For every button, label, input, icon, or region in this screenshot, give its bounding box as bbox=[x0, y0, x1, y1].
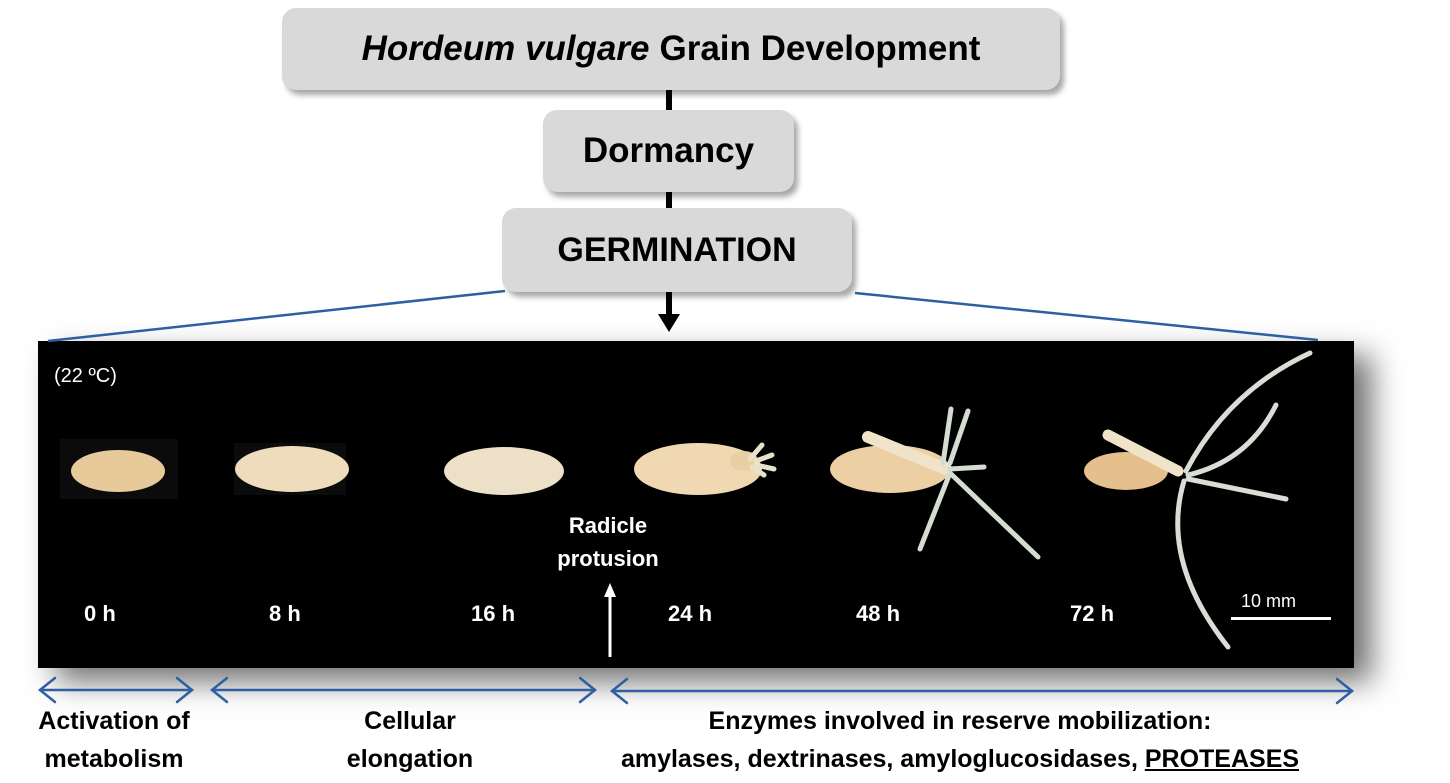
down-arrow-icon bbox=[658, 292, 680, 332]
time-label-16h: 16 h bbox=[471, 601, 516, 626]
species-name: Hordeum vulgare bbox=[361, 29, 650, 68]
seedling-72h-icon bbox=[1084, 350, 1313, 650]
phase-arrow-elongation bbox=[209, 676, 598, 704]
phase-label-line1: Activation of bbox=[38, 707, 190, 735]
germination-box: GERMINATION bbox=[502, 208, 852, 292]
time-label-0h: 0 h bbox=[84, 601, 116, 626]
grain-24h-icon bbox=[634, 442, 777, 495]
seedling-48h-icon bbox=[830, 406, 1041, 560]
zoom-line-right bbox=[854, 291, 1319, 342]
scale-bar-label: 10 mm bbox=[1241, 591, 1297, 611]
dormancy-box: Dormancy bbox=[543, 110, 794, 192]
time-label-24h: 24 h bbox=[668, 601, 713, 626]
phase-label-enzymes: Enzymes involved in reserve mobilization… bbox=[555, 702, 1365, 778]
connector-line bbox=[666, 192, 672, 208]
title-box: Hordeum vulgare Grain Development bbox=[282, 8, 1060, 90]
phase-label-line2: elongation bbox=[346, 745, 474, 773]
connector-line bbox=[666, 90, 672, 110]
time-label-72h: 72 h bbox=[1070, 601, 1115, 626]
time-label-48h: 48 h bbox=[856, 601, 901, 626]
phase-label-line1: Enzymes involved in reserve mobilization… bbox=[708, 707, 1212, 735]
radicle-label-line2: protusion bbox=[557, 546, 659, 571]
phase-label-line1: Cellular bbox=[364, 707, 456, 735]
radicle-label-line1: Radicle bbox=[568, 513, 648, 538]
phase-arrow-enzymes bbox=[609, 677, 1355, 705]
phase-label-activation: Activation of metabolism bbox=[14, 702, 214, 778]
phase-label-elongation: Cellular elongation bbox=[320, 702, 500, 778]
phase-label-line2: metabolism bbox=[44, 745, 184, 773]
radicle-protrusion-label: Radicle protusion bbox=[548, 509, 668, 575]
time-label-8h: 8 h bbox=[269, 601, 301, 626]
germination-photo-panel: (22 ºC) Radicle pr bbox=[38, 341, 1354, 668]
temperature-label: (22 ºC) bbox=[54, 365, 117, 387]
phase-label-line2: amylases, dextrinases, amyloglucosidases… bbox=[555, 740, 1365, 778]
grain-0h-icon bbox=[71, 450, 165, 492]
grain-8h-icon bbox=[235, 446, 349, 492]
grain-illustrations bbox=[60, 350, 1313, 657]
enzyme-list: amylases, dextrinases, amyloglucosidases… bbox=[620, 745, 1145, 773]
phase-arrow-activation bbox=[37, 676, 195, 704]
scale-bar bbox=[1231, 617, 1331, 620]
proteases-emphasis: PROTEASES bbox=[1144, 745, 1300, 773]
zoom-line-left bbox=[47, 289, 506, 343]
germination-label: GERMINATION bbox=[557, 230, 797, 269]
title-text: Grain Development bbox=[659, 29, 981, 68]
grain-16h-icon bbox=[444, 447, 564, 495]
dormancy-label: Dormancy bbox=[582, 131, 755, 170]
